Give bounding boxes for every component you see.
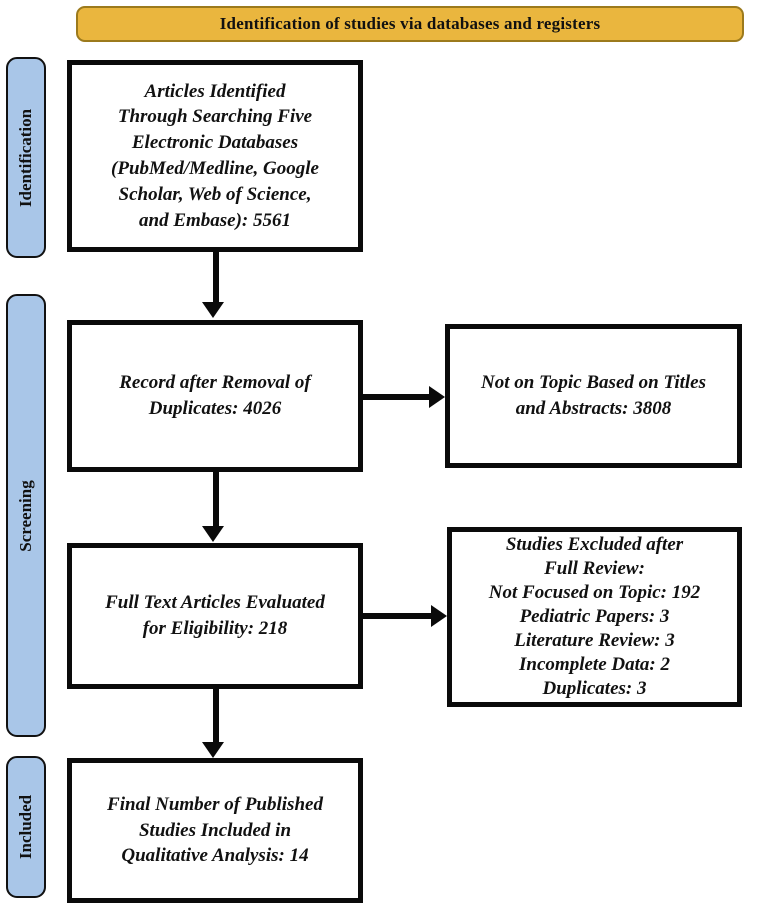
- arrow-fulltext-to-fullreview-excluded-line: [363, 613, 433, 619]
- box-articles-identified-text: Articles Identified Through Searching Fi…: [111, 80, 319, 231]
- box-excluded-full-review: Studies Excluded after Full Review: Not …: [447, 527, 742, 707]
- box-final-included: Final Number of Published Studies Includ…: [67, 758, 363, 903]
- box-excluded-full-review-text: Studies Excluded after Full Review: Not …: [488, 533, 701, 700]
- box-records-after-dedup-text: Record after Removal of Duplicates: 4026: [119, 372, 311, 419]
- arrow-fulltext-to-final-head: [202, 742, 224, 758]
- arrow-fulltext-to-final-line: [213, 689, 219, 743]
- box-fulltext-evaluated: Full Text Articles Evaluated for Eligibi…: [67, 543, 363, 689]
- arrow-dedup-to-fulltext-head: [202, 526, 224, 542]
- box-final-included-text: Final Number of Published Studies Includ…: [107, 793, 323, 867]
- box-fulltext-evaluated-text: Full Text Articles Evaluated for Eligibi…: [105, 592, 325, 639]
- arrow-dedup-to-fulltext-line: [213, 472, 219, 527]
- arrow-dedup-to-titles-excluded-head: [429, 386, 445, 408]
- arrow-dedup-to-titles-excluded-line: [363, 394, 431, 400]
- arrow-identified-to-dedup-line: [213, 252, 219, 304]
- stage-identification-label: Identification: [16, 108, 35, 207]
- box-excluded-titles-abstracts-text: Not on Topic Based on Titles and Abstrac…: [480, 372, 707, 419]
- title-banner: Identification of studies via databases …: [76, 6, 744, 42]
- stage-screening: Screening: [6, 294, 46, 737]
- stage-screening-label: Screening: [16, 479, 35, 552]
- stage-included-label: Included: [16, 794, 35, 860]
- title-banner-label: Identification of studies via databases …: [219, 14, 601, 33]
- box-records-after-dedup: Record after Removal of Duplicates: 4026: [67, 320, 363, 472]
- arrow-fulltext-to-fullreview-excluded-head: [431, 605, 447, 627]
- stage-included: Included: [6, 756, 46, 898]
- box-excluded-titles-abstracts: Not on Topic Based on Titles and Abstrac…: [445, 324, 742, 468]
- stage-identification: Identification: [6, 57, 46, 258]
- box-articles-identified: Articles Identified Through Searching Fi…: [67, 60, 363, 252]
- arrow-identified-to-dedup-head: [202, 302, 224, 318]
